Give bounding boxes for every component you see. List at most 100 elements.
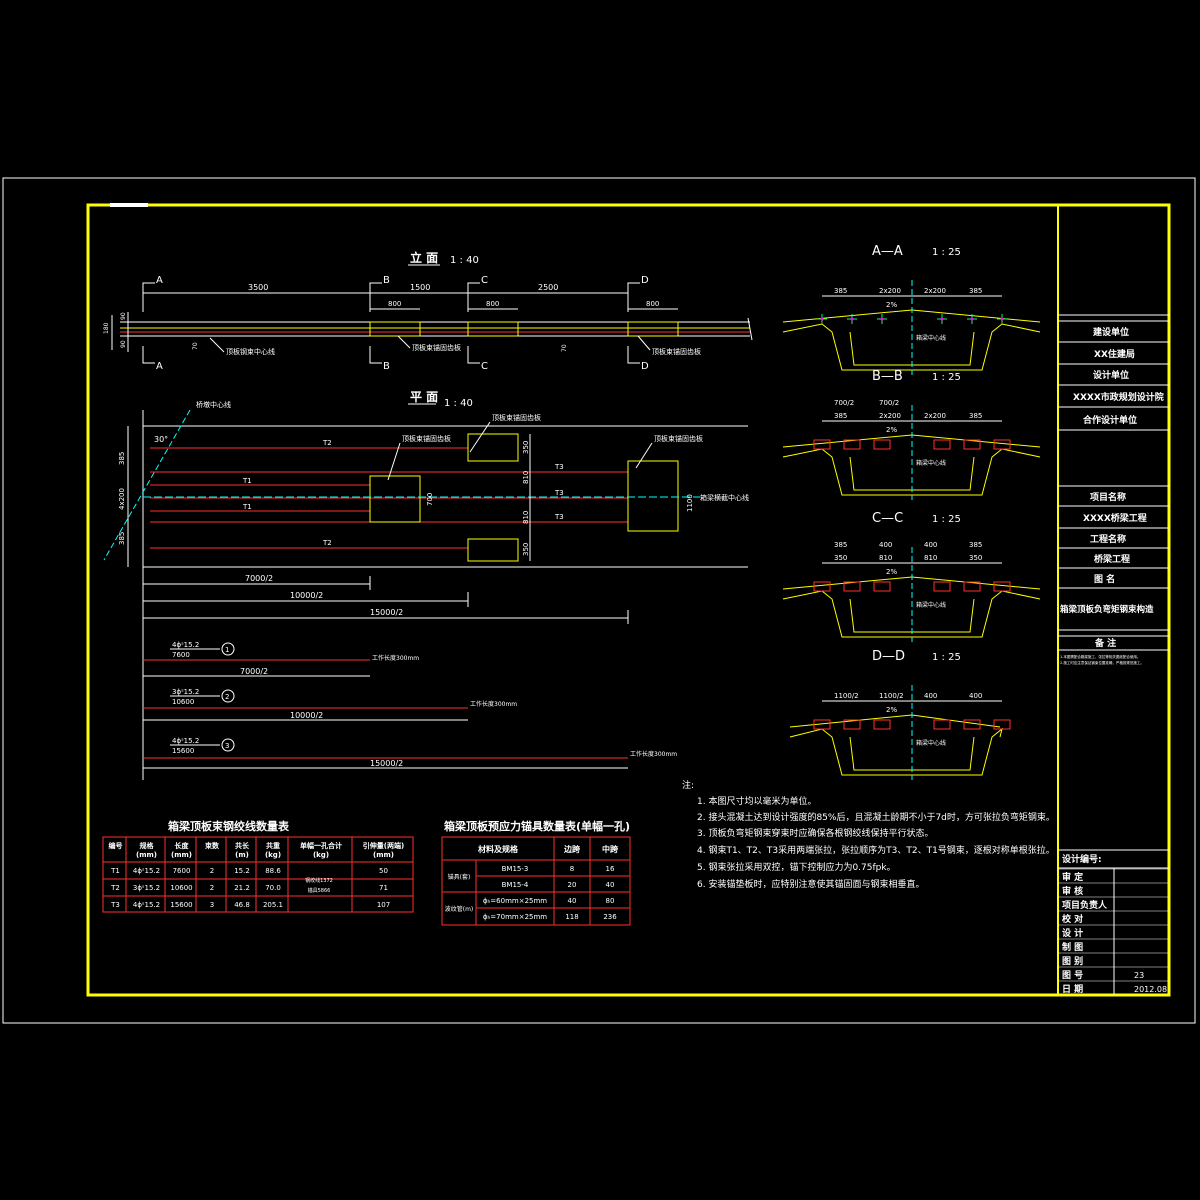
table1-cell-0-2: 7600 xyxy=(173,867,191,875)
section-0-dim-1: 2x200 xyxy=(879,287,901,295)
sign-label-7: 图 号 xyxy=(1062,970,1083,981)
elev-dim-6: 800 xyxy=(646,300,659,308)
tb-remark-head: 备 注 xyxy=(1094,637,1116,649)
tb-row-1: 建设单位 xyxy=(1093,326,1129,338)
table1-header-6-1: (kg) xyxy=(313,851,329,859)
section-2-dim-2: 810 xyxy=(924,554,937,562)
table2-cell-1-3: 40 xyxy=(606,881,615,889)
elev-sec-a-top: A xyxy=(156,275,163,286)
section-1-slope: 2% xyxy=(886,426,897,434)
table2-cell-0-3: 16 xyxy=(606,865,615,873)
elev-dim-2: 1500 xyxy=(410,283,430,292)
plan-scale: 1 : 40 xyxy=(444,398,473,409)
elev-label-3: 顶板束锚固齿板 xyxy=(652,347,701,356)
section-3-scale: 1 : 25 xyxy=(932,652,961,663)
plan-label-anchor-2: 顶板束锚固齿板 xyxy=(402,434,451,443)
section-2-slope: 2% xyxy=(886,568,897,576)
section-1-title: B—B xyxy=(872,369,903,384)
section-2-scale: 1 : 25 xyxy=(932,514,961,525)
table1-merged-0: 钢绞线1372 xyxy=(305,877,333,884)
table1-header-5-0: 共重 xyxy=(266,841,280,850)
table1-cell-1-1: 3ϕˢ15.2 xyxy=(133,884,160,892)
section-1-dim-4: 700/2 xyxy=(834,399,854,407)
table2-cell-0-1: BM15-3 xyxy=(502,865,529,873)
table1-header-1-1: (mm) xyxy=(136,851,157,859)
table1-header-0-0: 编号 xyxy=(109,841,123,850)
tb-remark-1: 1.本图需配合箱梁施工、张拉等相关图纸配合使用。 xyxy=(1060,654,1140,659)
sign-label-0: 审 定 xyxy=(1062,871,1084,883)
section-2-dim-1: 810 xyxy=(879,554,892,562)
table2-cell-3-1: ϕₕ=70mm×25mm xyxy=(483,913,547,921)
table2-cell-2-1: ϕₕ=60mm×25mm xyxy=(483,897,547,905)
note-3: 3. 顶板负弯矩钢束穿束时应确保各根钢绞线保持平行状态。 xyxy=(697,827,933,839)
elev-sec-d-bot: D xyxy=(641,361,649,372)
table1-cell-0-3: 2 xyxy=(210,867,214,875)
plan-tendon-t3c: T3 xyxy=(554,513,564,521)
table2-title: 箱梁顶板预应力锚具数量表(单幅一孔) xyxy=(444,819,630,833)
tb-row-11: 箱梁顶板负弯矩钢束构造 xyxy=(1059,604,1154,615)
detail-3-note: 工作长度300mm xyxy=(630,750,677,758)
table2-cell-0-0: 锚具(套) xyxy=(448,873,471,881)
table1-cell-0-4: 15.2 xyxy=(234,867,250,875)
section-2-dim-6: 400 xyxy=(924,541,937,549)
elev-sec-c-top: C xyxy=(481,275,488,286)
note-6: 6. 安装锚垫板时，应特别注意使其锚固面与钢束相垂直。 xyxy=(697,878,924,890)
sign-label-4: 设 计 xyxy=(1062,927,1083,939)
section-0-dim-2: 2x200 xyxy=(924,287,946,295)
section-0-title: A—A xyxy=(872,244,903,259)
notes: 注: 1. 本图尺寸均以毫米为单位。 2. 接头混凝土达到设计强度的85%后，且… xyxy=(682,779,1055,890)
detail-3-num: 3 xyxy=(225,742,229,750)
plan-label-anchor-1: 顶板束锚固齿板 xyxy=(492,413,541,422)
table1-cell-1-7: 71 xyxy=(379,884,388,892)
detail-2-length: 10600 xyxy=(172,698,194,706)
title-block: 建设单位 XX住建局 设计单位 XXXX市政规划设计院 合作设计单位 项目名称 … xyxy=(1058,314,1169,995)
detail-3-length: 15600 xyxy=(172,747,194,755)
table1-header-2-1: (mm) xyxy=(171,851,192,859)
table1-title: 箱梁顶板束钢绞线数量表 xyxy=(168,819,290,833)
elev-sec-b-bot: B xyxy=(383,361,390,372)
detail-3-span: 15000/2 xyxy=(370,759,403,768)
section-1-scale: 1 : 25 xyxy=(932,372,961,383)
table1-cell-1-5: 70.0 xyxy=(265,884,281,892)
table1-header-7-1: (mm) xyxy=(373,851,394,859)
outer-border xyxy=(2,177,1196,1024)
table1-cell-1-3: 2 xyxy=(210,884,214,892)
elev-sec-c-bot: C xyxy=(481,361,488,372)
table1-cell-1-4: 21.2 xyxy=(234,884,250,892)
elev-dim-1: 3500 xyxy=(248,283,268,292)
sign-label-2: 项目负责人 xyxy=(1062,899,1108,911)
detail-1-note: 工作长度300mm xyxy=(372,654,419,662)
table2-cell-3-2: 118 xyxy=(565,913,578,921)
section-1-dim-3: 385 xyxy=(969,412,982,420)
elev-side-dim-90a: 90 xyxy=(120,312,127,320)
table1-cell-0-0: T1 xyxy=(110,867,120,875)
plan-tendon-t3a: T3 xyxy=(554,463,564,471)
section-2-dim-0: 350 xyxy=(834,554,847,562)
plan-side-350a: 350 xyxy=(522,441,530,454)
sign-label-5: 制 图 xyxy=(1062,941,1083,953)
tb-row-9: 桥梁工程 xyxy=(1094,553,1130,565)
table2-header-1: 边跨 xyxy=(563,844,581,854)
tb-row-10: 图 名 xyxy=(1094,573,1115,585)
sign-label-3: 校 对 xyxy=(1062,913,1083,925)
plan-dim-15000: 15000/2 xyxy=(370,608,403,617)
plan-angle: 30° xyxy=(154,435,168,444)
table1-cell-2-0: T3 xyxy=(110,901,120,909)
tb-remark-2: 2.施工时应注意保证钢束位置准确，严格按规范施工。 xyxy=(1060,660,1144,665)
note-4: 4. 钢束T1、T2、T3采用两端张拉，张拉顺序为T3、T2、T1号钢束，逐根对… xyxy=(697,844,1055,856)
table1-header-7-0: 引伸量(两端) xyxy=(363,841,404,850)
plan-label-pier: 桥墩中心线 xyxy=(196,400,231,409)
sign-value-8: 2012.08 xyxy=(1134,985,1167,994)
section-1-dim-5: 700/2 xyxy=(879,399,899,407)
elev-sec-d-top: D xyxy=(641,275,649,286)
table1-header-2-0: 长度 xyxy=(175,841,190,850)
plan-dim-10000: 10000/2 xyxy=(290,591,323,600)
plan-side-350b: 350 xyxy=(522,543,530,556)
table1-cell-0-7: 50 xyxy=(379,867,388,875)
table1-merged-1: 锚具5866 xyxy=(308,887,331,894)
table1-cell-2-3: 3 xyxy=(210,901,214,909)
table2-cell-2-3: 80 xyxy=(606,897,615,905)
detail-2-spec: 3ϕˢ15.2 xyxy=(172,688,199,696)
table1-cell-2-7: 107 xyxy=(377,901,390,909)
